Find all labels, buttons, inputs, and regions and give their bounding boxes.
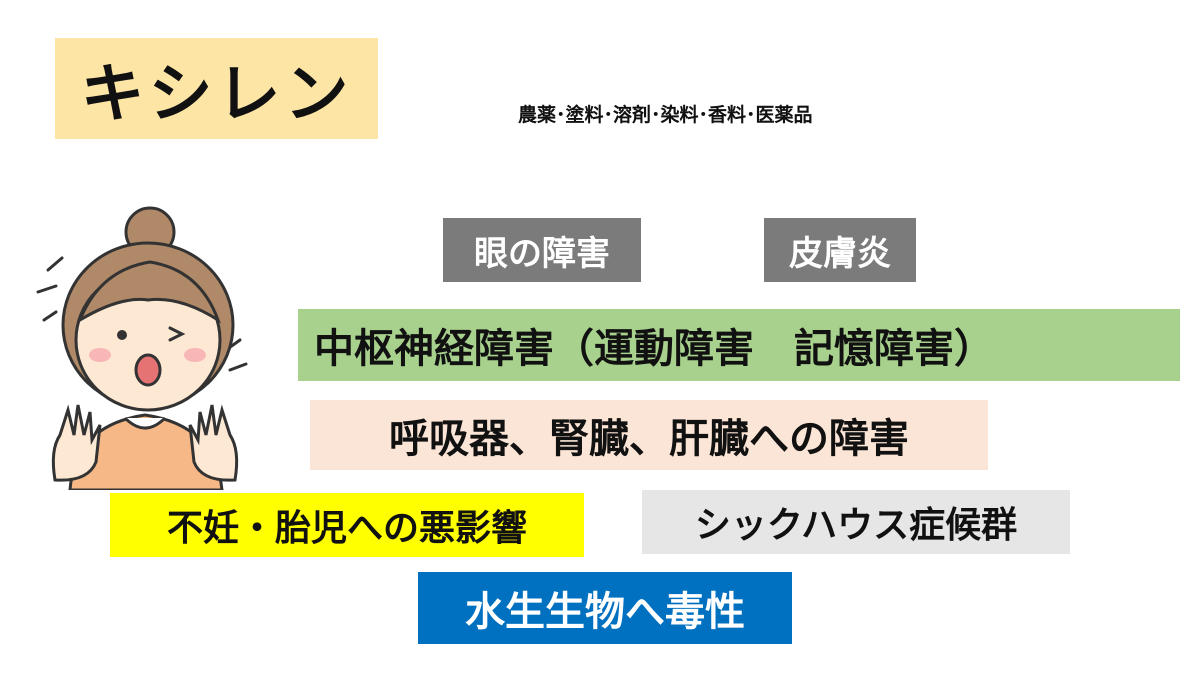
effect-fertility-tag: 不妊・胎児への悪影響: [110, 493, 584, 557]
effect-skin-tag: 皮膚炎: [764, 218, 916, 282]
effect-aquatic-label: 水生生物へ毒性: [465, 589, 745, 635]
title-box: キシレン: [55, 38, 378, 139]
effect-fertility-label: 不妊・胎児への悪影響: [166, 508, 527, 549]
effect-cns-label: 中枢神経障害（運動障害 記憶障害）: [314, 326, 994, 372]
uses-list: 農薬･塗料･溶剤･染料･香料･医薬品: [518, 104, 813, 126]
effect-sick-house-label: シックハウス症候群: [694, 505, 1018, 546]
effect-eye-tag: 眼の障害: [443, 218, 641, 282]
effect-aquatic-tag: 水生生物へ毒性: [418, 572, 792, 644]
surprised-woman-icon: [30, 200, 260, 492]
effect-eye-label: 眼の障害: [474, 233, 610, 274]
page-title: キシレン: [80, 56, 353, 132]
effect-sick-house-tag: シックハウス症候群: [642, 490, 1070, 554]
effect-cns-tag: 中枢神経障害（運動障害 記憶障害）: [298, 309, 1180, 381]
effect-organ-label: 呼吸器、腎臓、肝臓への障害: [389, 416, 909, 462]
effect-organ-tag: 呼吸器、腎臓、肝臓への障害: [310, 400, 988, 470]
effect-skin-label: 皮膚炎: [789, 233, 891, 274]
